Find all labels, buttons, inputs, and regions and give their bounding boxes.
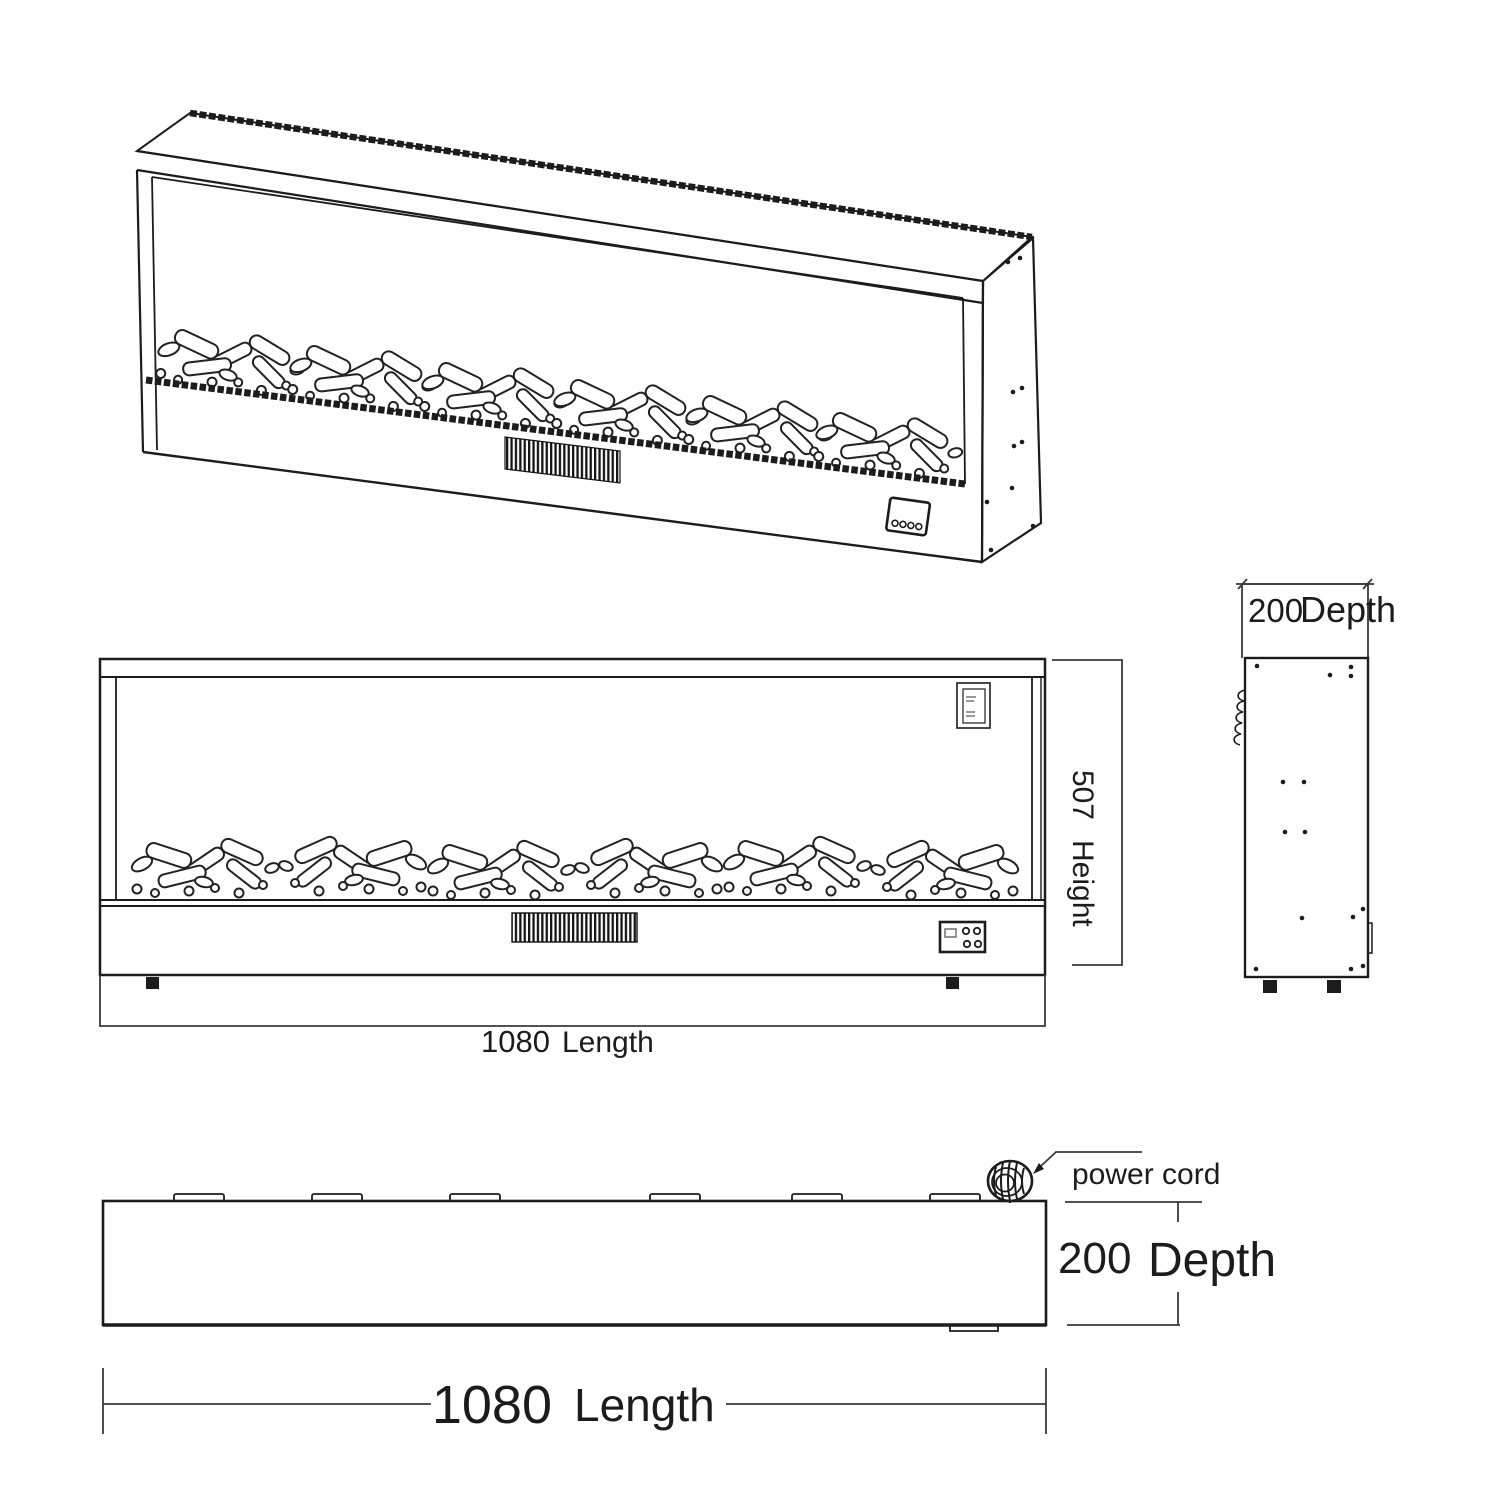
side-view: 200 Depth	[1233, 578, 1396, 993]
control-panel-perspective	[885, 496, 932, 537]
control-panel-front	[938, 920, 987, 954]
foot-left-front	[146, 977, 159, 989]
side-depth-value: 200	[1248, 592, 1303, 629]
foot-right-front	[946, 977, 959, 989]
top-length-value: 1080	[432, 1375, 552, 1435]
glass-bottom-edge-hatch	[145, 376, 966, 488]
side-edge-notch	[1368, 922, 1373, 954]
front-length-dimension: 1080 Length	[99, 975, 1046, 1059]
top-depth-label: Depth	[1148, 1234, 1276, 1287]
top-depth-dimension: 200 Depth	[1058, 1201, 1276, 1326]
side-depth-dimension: 200 Depth	[1236, 578, 1396, 658]
side-vent-louvers	[1233, 689, 1246, 746]
foot-right-side	[1327, 980, 1341, 993]
heater-grille-front-icon	[511, 912, 638, 943]
height-label: Height	[1066, 840, 1099, 927]
top-length-label: Length	[574, 1379, 715, 1431]
screw-holes-perspective	[984, 255, 1036, 553]
top-view: power cord 200 Depth 1080 Length	[101, 1151, 1276, 1435]
side-panel-perspective	[980, 235, 1043, 565]
perspective-view	[134, 109, 1043, 565]
side-outline	[1243, 656, 1370, 979]
height-value: 507	[1066, 770, 1099, 820]
height-dimension: 507 Height	[1052, 659, 1123, 966]
power-cord-label: power cord	[1072, 1158, 1220, 1191]
top-back-edge-hatch	[189, 109, 1033, 241]
heater-grille-icon	[504, 436, 621, 484]
power-cord-leader	[1033, 1151, 1142, 1174]
side-depth-label: Depth	[1300, 589, 1396, 630]
foot-left-side	[1263, 980, 1277, 993]
power-cord-icon	[986, 1159, 1034, 1203]
top-outline	[101, 1199, 1048, 1327]
top-face-perspective	[134, 111, 1035, 283]
front-length-value: 1080	[481, 1024, 550, 1059]
top-depth-value: 200	[1058, 1234, 1131, 1283]
rating-plate-icon	[956, 682, 991, 729]
bottom-notch	[949, 1325, 999, 1332]
front-length-label: Length	[562, 1026, 654, 1059]
top-length-dimension: 1080 Length	[102, 1368, 1047, 1435]
screw-holes-side	[1253, 663, 1366, 972]
front-view: 507 Height 1080 Length	[98, 657, 1123, 1059]
